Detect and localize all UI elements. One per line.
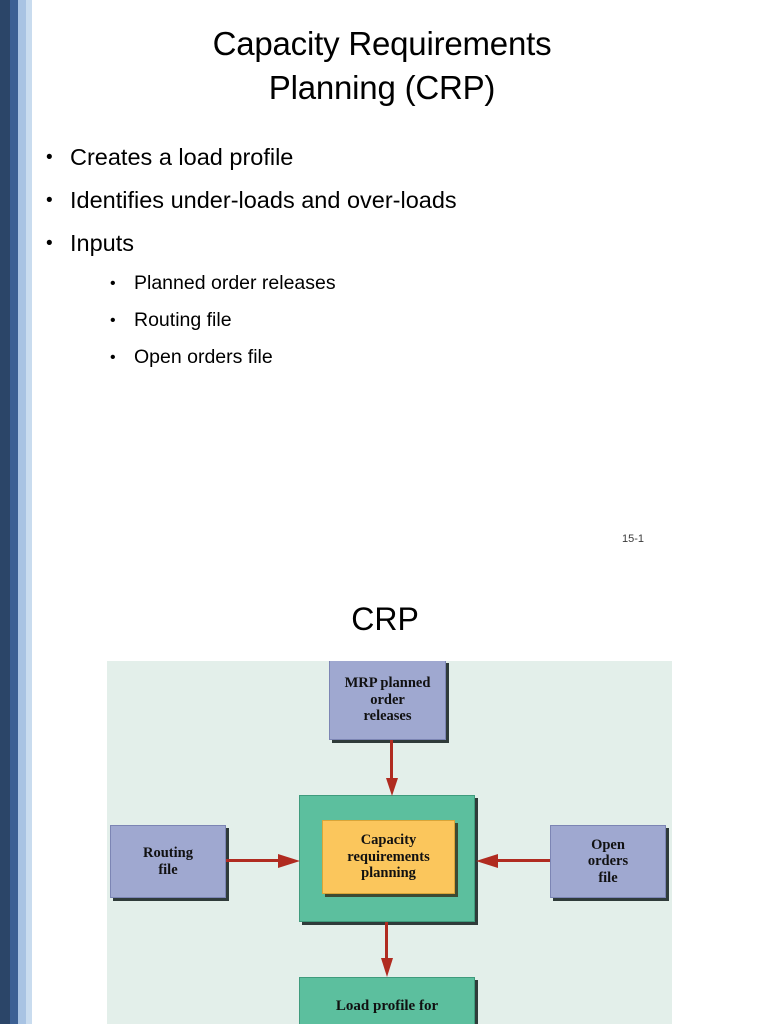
arrow-shaft [226, 859, 282, 862]
bullet-marker-icon: • [46, 190, 53, 211]
page-title-line-2: Planning (CRP) [268, 69, 496, 106]
list-item: • Inputs [40, 222, 740, 265]
page-title-line-1: Capacity Requirements [212, 25, 552, 62]
page-title: Capacity Requirements Planning (CRP) [32, 22, 732, 110]
arrow-right-icon-routing-to-crp [226, 854, 300, 868]
list-item: • Routing file [110, 302, 740, 339]
arrow-shaft [385, 922, 388, 962]
stripe-pale-blue [26, 0, 32, 1024]
arrow-head [278, 854, 300, 868]
arrow-shaft [494, 859, 550, 862]
bullet-marker-icon: • [110, 312, 116, 329]
bullet-marker-icon: • [46, 233, 53, 254]
left-decorative-stripe-band [0, 0, 32, 1024]
stripe-medium-blue [10, 0, 18, 1024]
diagram-node-load-profile: Load profile for [299, 977, 475, 1024]
arrow-down-icon-crp-to-load-profile [380, 922, 394, 980]
arrow-shaft [390, 740, 393, 782]
list-item-label: Routing file [134, 309, 232, 331]
stripe-dark-navy [0, 0, 10, 1024]
arrow-left-icon-open-orders-to-crp [476, 854, 550, 868]
list-item-label: Inputs [70, 230, 135, 256]
list-item: • Creates a load profile [40, 136, 740, 179]
bullet-list: • Creates a load profile • Identifies un… [40, 136, 740, 376]
list-item: • Planned order releases [110, 265, 740, 302]
bullet-marker-icon: • [110, 349, 116, 366]
list-item-label: Planned order releases [134, 272, 336, 294]
arrow-head [476, 854, 498, 868]
diagram-node-label: Load profile for [335, 998, 439, 1014]
arrow-head [381, 958, 393, 977]
slide-title-and-bullets: Capacity Requirements Planning (CRP) • C… [32, 0, 768, 580]
list-item-label: Identifies under-loads and over-loads [70, 187, 457, 213]
diagram-heading: CRP [351, 601, 419, 637]
list-item-label: Open orders file [134, 346, 273, 368]
arrow-head [386, 778, 398, 796]
bullet-marker-icon: • [110, 275, 116, 292]
arrow-down-icon-mrp-to-crp [385, 740, 399, 796]
list-item-label: Creates a load profile [70, 144, 294, 170]
list-item: • Open orders file [110, 339, 740, 376]
bullet-marker-icon: • [46, 147, 53, 168]
stripe-light-blue [18, 0, 26, 1024]
list-item: • Identifies under-loads and over-loads [40, 179, 740, 222]
page-number: 15-1 [621, 533, 644, 545]
